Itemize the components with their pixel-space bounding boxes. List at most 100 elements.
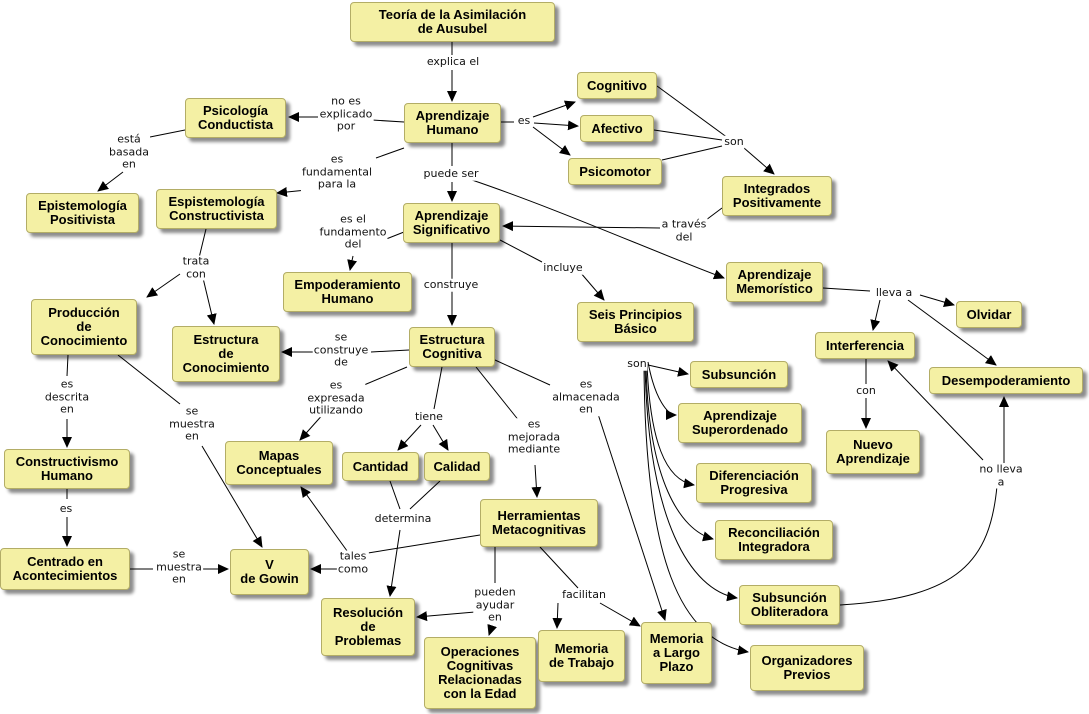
link-tiene[interactable]: tiene [414, 409, 444, 424]
connector-line [494, 359, 551, 386]
link-son-integrados[interactable]: son [723, 134, 745, 149]
connector-arrow [597, 413, 667, 621]
concept-estructura-conocimiento[interactable]: Estructura de Conocimiento [172, 326, 280, 382]
concept-calidad[interactable]: Calidad [424, 452, 490, 481]
link-con[interactable]: con [855, 383, 877, 398]
connector-arrow [647, 361, 677, 420]
concept-reconciliacion-integradora[interactable]: Reconciliación Integradora [715, 520, 833, 560]
connector-arrow [202, 277, 217, 325]
concept-seis-principios[interactable]: Seis Principios Básico [577, 302, 694, 342]
concept-integrados-positivamente[interactable]: Integrados Positivamente [722, 176, 832, 216]
connector-arrow [300, 486, 351, 556]
link-no-es-explicado-por[interactable]: no es explicado por [318, 94, 374, 133]
connector-line [475, 366, 521, 423]
connector-line [367, 534, 481, 554]
connector-arrow [397, 424, 422, 451]
concept-desempoderamiento[interactable]: Desempoderamiento [929, 367, 1083, 394]
concept-aprendizaje-memoristico[interactable]: Aprendizaje Memorístico [726, 262, 823, 302]
link-se-muestra-en-centrado[interactable]: se muestra en [155, 547, 203, 586]
concept-organizadores-previos[interactable]: Organizadores Previos [750, 645, 864, 691]
link-es-categorias[interactable]: es [516, 113, 532, 128]
link-se-construye-de[interactable]: se construye de [312, 330, 370, 369]
link-es-almacenada-en[interactable]: es almacenada en [551, 377, 621, 416]
concept-aprendizaje-humano[interactable]: Aprendizaje Humano [404, 103, 501, 143]
concept-memoria-trabajo[interactable]: Memoria de Trabajo [538, 630, 625, 682]
link-a-traves-del[interactable]: a través del [660, 217, 708, 244]
connector-arrow [471, 179, 725, 280]
link-trata-con[interactable]: trata con [181, 254, 211, 281]
link-construye[interactable]: construye [422, 277, 480, 292]
concept-estructura-cognitiva[interactable]: Estructura Cognitiva [409, 327, 495, 367]
concept-epistemologia-positivista[interactable]: Epistemología Positivista [26, 193, 139, 233]
concept-epistemologia-constructivista[interactable]: Espistemología Constructivista [156, 189, 277, 229]
concept-resolucion-problemas[interactable]: Resolución de Problemas [321, 598, 415, 656]
connector-line [539, 546, 579, 589]
connector-arrow [919, 294, 955, 307]
connector-arrow [644, 363, 738, 602]
connector-arrow [502, 221, 661, 232]
connector-line [661, 145, 723, 161]
link-es-el-fundamento-del[interactable]: es el fundamento del [318, 212, 388, 251]
connector-line [198, 228, 207, 259]
concept-diferenciacion-progresiva[interactable]: Diferenciación Progresiva [696, 463, 812, 503]
concept-herramientas-metacognitivas[interactable]: Herramientas Metacognitivas [480, 499, 598, 547]
link-explica-el[interactable]: explica el [425, 54, 481, 69]
link-facilitan[interactable]: facilitan [561, 587, 607, 602]
link-puede-ser[interactable]: puede ser [422, 166, 480, 181]
connector-arrow [532, 126, 571, 156]
concept-mapas-conceptuales[interactable]: Mapas Conceptuales [225, 441, 333, 485]
concept-constructivismo-humano[interactable]: Constructivismo Humano [4, 449, 130, 489]
connector-arrow [97, 171, 124, 192]
connector-line [656, 85, 729, 139]
concept-teoria-ausubel[interactable]: Teoría de la Asimilación de Ausubel [350, 2, 555, 42]
link-es-centrado[interactable]: es [58, 501, 74, 516]
concept-nuevo-aprendizaje[interactable]: Nuevo Aprendizaje [826, 430, 920, 474]
link-se-muestra-en-produccion[interactable]: se muestra en [168, 404, 216, 443]
concept-psicomotor[interactable]: Psicomotor [568, 158, 662, 185]
concept-subsuncion[interactable]: Subsunción [690, 361, 788, 388]
link-no-lleva-a[interactable]: no lleva a [978, 462, 1024, 489]
connector-line [653, 129, 723, 141]
connector-arrow [646, 363, 695, 489]
connector-line [370, 349, 410, 353]
concept-cantidad[interactable]: Cantidad [342, 452, 419, 481]
concept-interferencia[interactable]: Interferencia [815, 332, 915, 359]
concept-v-gowin[interactable]: V de Gowin [230, 549, 309, 595]
concept-empoderamiento-humano[interactable]: Empoderamiento Humano [283, 272, 412, 312]
connector-arrow [579, 271, 605, 301]
concept-operaciones-cognitivas[interactable]: Operaciones Cognitivas Relacionadas con … [424, 637, 536, 709]
link-determina[interactable]: determina [373, 511, 433, 526]
link-es-descrita-en[interactable]: es descrita en [43, 377, 91, 416]
connector-arrow [532, 100, 576, 118]
connector-arrow [416, 611, 476, 622]
connector-arrow [647, 364, 689, 377]
link-es-fundamental-para-la[interactable]: es fundamental para la [300, 152, 374, 191]
link-pueden-ayudar-en[interactable]: pueden ayudar en [473, 585, 517, 624]
connector-arrow [643, 363, 749, 656]
concept-psicologia-conductista[interactable]: Psicología Conductista [185, 98, 286, 138]
concept-centrado-acontecimientos[interactable]: Centrado en Acontecimientos [0, 548, 130, 590]
link-incluye[interactable]: incluye [542, 260, 584, 275]
concept-olvidar[interactable]: Olvidar [956, 301, 1022, 328]
connector-arrow [599, 602, 641, 627]
concept-afectivo[interactable]: Afectivo [580, 115, 654, 142]
connector-line [117, 354, 181, 405]
connector-line [66, 354, 69, 377]
concept-subsuncion-obliteradora[interactable]: Subsunción Obliteradora [739, 585, 840, 625]
link-esta-basada-en[interactable]: está basada en [108, 132, 150, 171]
connector-arrow [432, 424, 449, 451]
concept-aprendizaje-significativo[interactable]: Aprendizaje Significativo [403, 203, 500, 243]
concept-produccion-conocimiento[interactable]: Producción de Conocimiento [31, 299, 137, 355]
concept-cognitivo[interactable]: Cognitivo [577, 72, 657, 99]
link-tales-como[interactable]: tales como [336, 549, 370, 576]
connector-arrow [347, 255, 357, 271]
connector-arrow [531, 464, 542, 498]
link-es-expresada-utilizando[interactable]: es expresada utilizando [306, 378, 366, 417]
concept-aprendizaje-superordenado[interactable]: Aprendizaje Superordenado [678, 403, 802, 443]
link-son-principios[interactable]: son [626, 356, 648, 371]
link-lleva-a[interactable]: lleva a [874, 285, 914, 300]
link-es-mejorada-mediante[interactable]: es mejorada mediante [506, 417, 562, 456]
concept-memoria-largo-plazo[interactable]: Memoria a Largo Plazo [641, 622, 712, 684]
